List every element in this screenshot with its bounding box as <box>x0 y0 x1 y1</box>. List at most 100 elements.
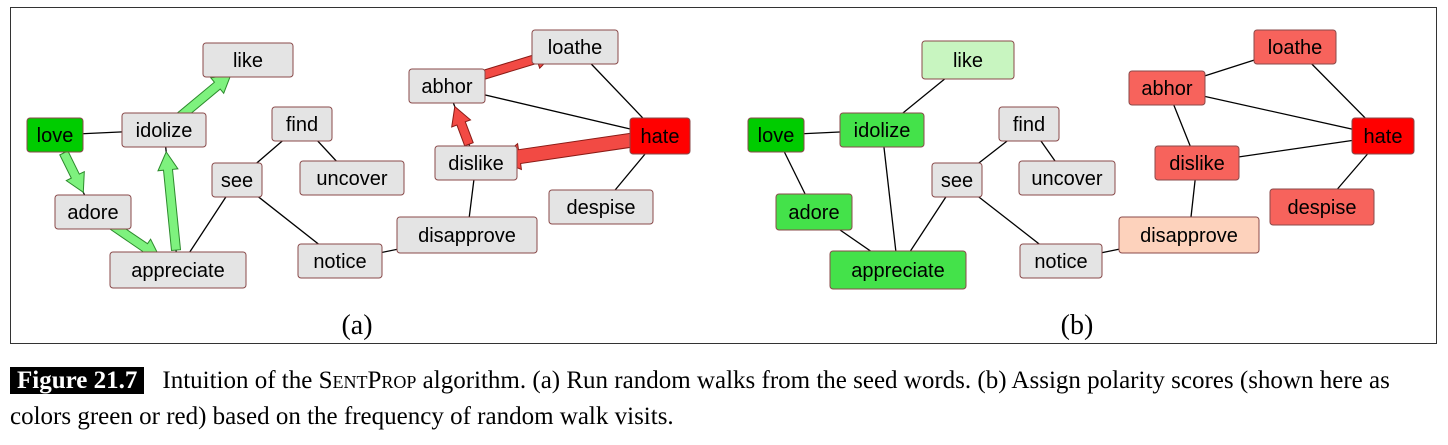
panel-a-node-box-find <box>271 106 333 142</box>
panel-a-node-box-like <box>202 42 294 78</box>
panel-a-node-label-love: love <box>37 125 74 147</box>
panel-a-node-box-dislike <box>434 145 518 181</box>
panel-a-node-find: find <box>271 106 333 142</box>
panel-a-node-box-loathe <box>531 29 619 65</box>
panel-b-node-see: see <box>931 162 983 198</box>
panel-b-node-box-disapprove <box>1118 216 1260 254</box>
panel-a-node-box-disapprove <box>396 216 538 254</box>
panel-a-node-label-hate: hate <box>641 126 680 148</box>
walk-arrow-appreciate-to-idolize <box>157 150 182 252</box>
panel-b-node-box-adore <box>775 193 853 231</box>
panel-b-node-label-uncover: uncover <box>1031 168 1102 190</box>
panel-b-node-box-find <box>998 106 1060 142</box>
panel-b-node-uncover: uncover <box>1018 160 1116 196</box>
panel-b-node-box-hate <box>1351 117 1415 155</box>
panel-a-node-label-dislike: dislike <box>448 153 504 175</box>
panel-a-node-box-love <box>26 117 84 153</box>
panel-b-node-label-disapprove: disapprove <box>1140 225 1238 247</box>
panel-a-node-abhor: abhor <box>408 68 486 104</box>
panel-a-node-uncover: uncover <box>299 160 405 196</box>
panel-b-node-disapprove: disapprove <box>1118 216 1260 254</box>
graph-diagram: like love idolize find see uncover adore apprec… <box>26 29 1415 341</box>
panel-a-node-box-idolize <box>121 112 207 148</box>
panel-b-node-label-like: like <box>953 50 983 72</box>
walk-arrow-dislike-to-abhor <box>451 105 474 147</box>
panel-a-node-dislike: dislike <box>434 145 518 181</box>
walk-arrow-hate-to-dislike <box>496 131 642 171</box>
panel-a-node-box-hate <box>629 117 691 155</box>
panel-a-node-label-notice: notice <box>313 251 366 273</box>
panel-b-edge-idolize-appreciate <box>881 129 899 271</box>
panel-a-node-hate: hate <box>629 117 691 155</box>
panel-a-node-label-find: find <box>286 114 318 136</box>
panel-a-node-label-idolize: idolize <box>136 120 193 142</box>
panel-a-node-despise: despise <box>548 189 654 225</box>
panel-a-node-box-abhor <box>408 68 486 104</box>
panel-b-node-label-despise: despise <box>1288 197 1357 219</box>
panel-b-label: (b) <box>1061 310 1094 341</box>
panel-b-node-like: like <box>921 40 1015 80</box>
figure-number: Figure 21.7 <box>10 367 145 394</box>
panel-b-node-box-appreciate <box>829 250 967 290</box>
panel-b-node-box-dislike <box>1154 145 1240 181</box>
algorithm-name: SentProp <box>318 367 417 394</box>
panel-b-node-box-uncover <box>1018 160 1116 196</box>
panel-b-node-label-loathe: loathe <box>1268 37 1323 59</box>
panel-b-node-label-adore: adore <box>788 202 839 224</box>
panel-b-node-box-see <box>931 162 983 198</box>
panel-a-node-notice: notice <box>297 243 383 279</box>
panel-b-node-label-idolize: idolize <box>854 120 911 142</box>
panel-a-node-label-despise: despise <box>567 197 636 219</box>
panel-a-node-adore: adore <box>54 194 132 230</box>
panel-b-node-despise: despise <box>1269 188 1375 226</box>
panel-b-node-find: find <box>998 106 1060 142</box>
panel-a-node-idolize: idolize <box>121 112 207 148</box>
panel-b-node-label-love: love <box>758 125 795 147</box>
panel-a-node-label-uncover: uncover <box>316 168 387 190</box>
panel-a-label: (a) <box>341 310 372 341</box>
panel-a-graph: like love idolize find see uncover adore apprec… <box>26 29 691 289</box>
panel-a-node-box-notice <box>297 243 383 279</box>
panel-b-node-box-despise <box>1269 188 1375 226</box>
panel-b-node-label-abhor: abhor <box>1141 78 1192 100</box>
panel-a-node-label-disapprove: disapprove <box>418 225 516 247</box>
panel-b-node-idolize: idolize <box>839 112 925 148</box>
panel-b-node-label-dislike: dislike <box>1169 153 1225 175</box>
panel-b-node-box-abhor <box>1128 70 1206 106</box>
panel-a-node-appreciate: appreciate <box>109 251 247 289</box>
panel-a-node-label-see: see <box>221 170 253 192</box>
panel-b-node-box-love <box>747 117 805 153</box>
panel-a-node-box-despise <box>548 189 654 225</box>
panel-a-node-box-see <box>211 162 263 198</box>
panel-a-node-see: see <box>211 162 263 198</box>
panel-b-node-box-notice <box>1019 243 1103 279</box>
panel-a-node-box-uncover <box>299 160 405 196</box>
panel-a-node-love: love <box>26 117 84 153</box>
panel-a-node-box-adore <box>54 194 132 230</box>
panel-a-node-label-like: like <box>233 50 263 72</box>
panel-b-node-notice: notice <box>1019 243 1103 279</box>
panel-b-node-dislike: dislike <box>1154 145 1240 181</box>
panel-a-node-label-abhor: abhor <box>421 76 472 98</box>
panel-a-node-label-loathe: loathe <box>548 37 603 59</box>
panel-a-node-disapprove: disapprove <box>396 216 538 254</box>
panel-b-node-box-loathe <box>1253 29 1337 65</box>
panel-b-node-loathe: loathe <box>1253 29 1337 65</box>
panel-b-node-label-appreciate: appreciate <box>851 260 944 282</box>
panel-b-node-abhor: abhor <box>1128 70 1206 106</box>
panel-a-node-label-adore: adore <box>67 202 118 224</box>
panel-b-node-label-find: find <box>1013 114 1045 136</box>
panel-b-node-adore: adore <box>775 193 853 231</box>
panel-b-node-box-like <box>921 40 1015 80</box>
panel-b-node-label-hate: hate <box>1364 126 1403 148</box>
walk-arrow-love-to-adore <box>59 150 85 194</box>
panel-b-graph: like love idolize find see uncover adore apprec… <box>747 29 1415 290</box>
panel-b-node-love: love <box>747 117 805 153</box>
panel-a-node-label-appreciate: appreciate <box>131 260 224 282</box>
panel-a-node-box-appreciate <box>109 251 247 289</box>
caption-text-after: algorithm. (a) Run random walks from the… <box>10 367 1390 430</box>
panel-b-node-label-notice: notice <box>1034 251 1087 273</box>
panel-a-node-loathe: loathe <box>531 29 619 65</box>
panel-a-node-like: like <box>202 42 294 78</box>
